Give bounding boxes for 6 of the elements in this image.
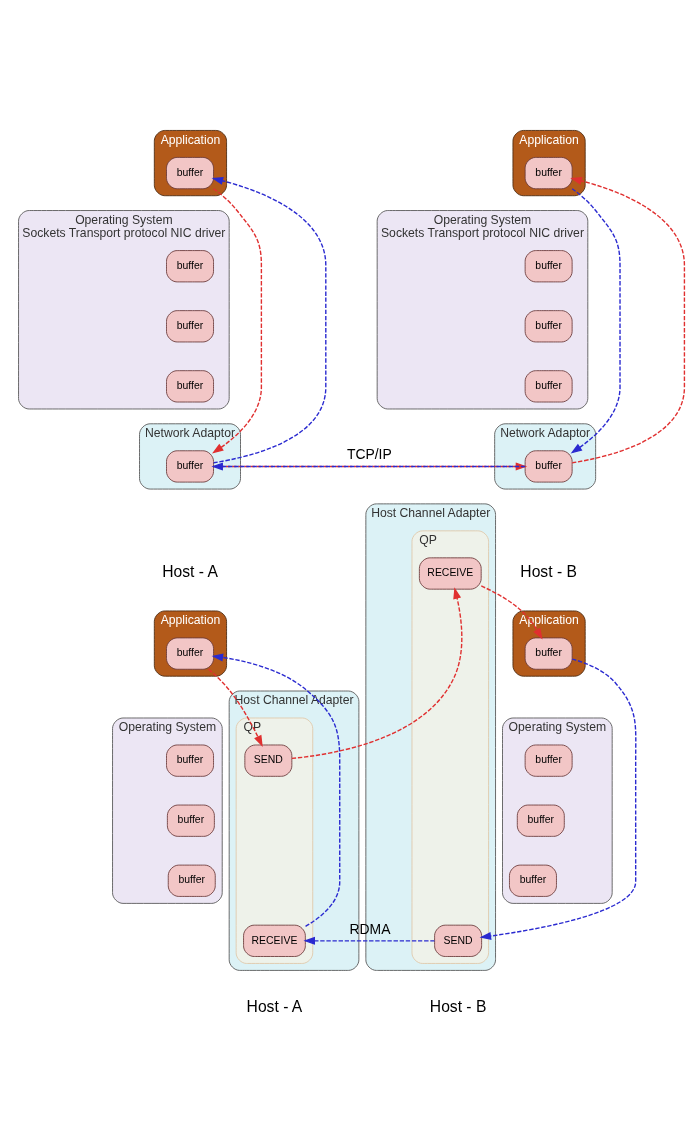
edge-label: RDMA	[349, 920, 391, 937]
label: Host - B	[429, 997, 487, 1015]
label: Host - A	[162, 562, 218, 580]
label: Host - B	[520, 562, 577, 580]
edge-label: TCP/IP	[346, 445, 392, 462]
label: Host - A	[246, 997, 303, 1015]
